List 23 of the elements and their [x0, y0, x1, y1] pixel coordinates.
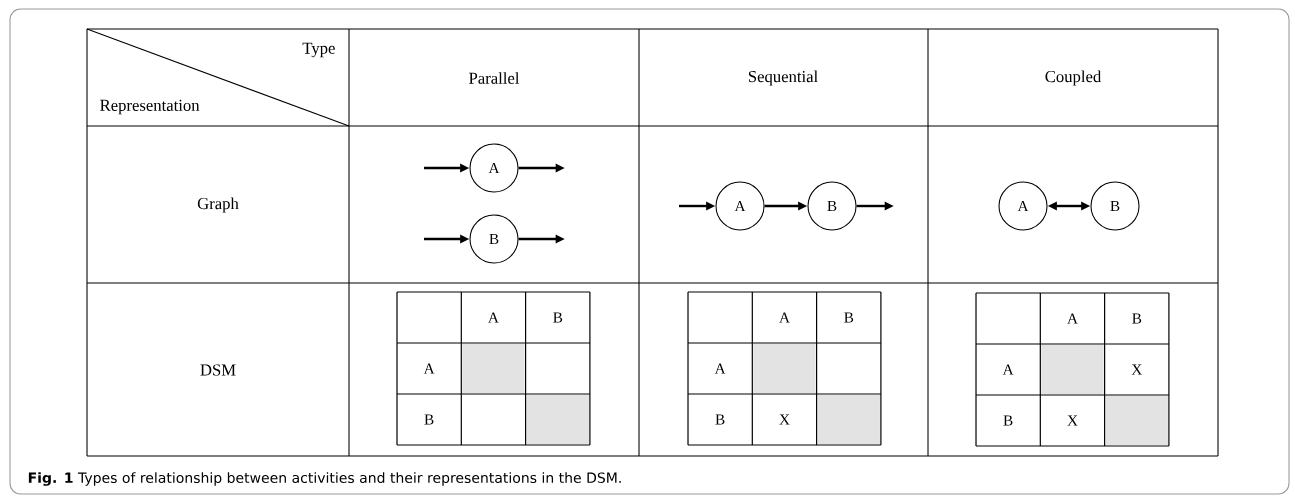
figure-caption: Fig. 1 Types of relationship between activities and their representations in the DSM.: [28, 472, 621, 486]
matrix-cell-text: B: [844, 312, 854, 323]
matrix-cell-text: A: [779, 312, 790, 323]
header-text: Coupled: [1045, 70, 1102, 86]
header-text: Parallel: [469, 72, 520, 84]
matrix-cell-text: B: [553, 312, 563, 323]
matrix-cell-text: A: [714, 363, 726, 374]
matrix-cell-text: B: [424, 414, 434, 425]
matrix-cell-text: A: [1002, 364, 1014, 375]
row-heading: DSM: [200, 364, 236, 376]
matrix-cell-text: B: [1003, 415, 1013, 426]
header-text: Type: [302, 42, 335, 58]
matrix-cell-text: X: [1067, 415, 1078, 426]
matrix-cell-text: A: [488, 312, 499, 323]
matrix-cell-text: A: [423, 363, 435, 374]
header-text: Representation: [100, 99, 200, 115]
matrix-cell-text: B: [715, 414, 725, 425]
row-heading: Graph: [197, 197, 239, 213]
matrix-cell-text: X: [1131, 364, 1143, 375]
header-text: Sequential: [748, 70, 818, 86]
matrix-cell-text: A: [1067, 313, 1078, 324]
matrix-cell-text: B: [1132, 313, 1142, 324]
matrix-cell-text: X: [779, 414, 790, 425]
